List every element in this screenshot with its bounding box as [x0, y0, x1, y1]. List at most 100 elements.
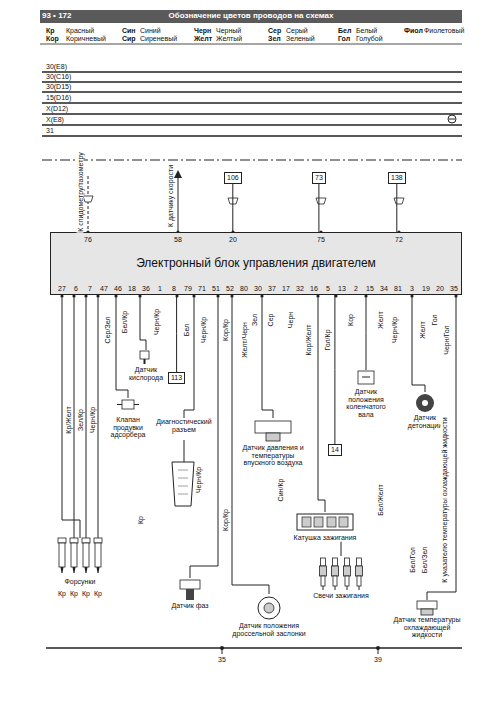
legend-text: Кор: [46, 35, 59, 42]
component-label: Датчик положения дроссельной заслонки: [228, 622, 310, 637]
diagnostic-connector: Диагностический разъем: [156, 418, 212, 433]
pin-number: 18: [128, 285, 136, 292]
injectors: Форсунки: [54, 538, 106, 586]
legend-text: Черн: [194, 27, 211, 34]
wire: [318, 184, 319, 232]
wire-color-label: Сер/Зел: [104, 316, 111, 345]
component-label: Свечи зажигания: [312, 592, 370, 600]
wire-color-label: Черн: [287, 311, 294, 329]
spark-plugs: Свечи зажигания: [312, 556, 370, 600]
ground-number: 39: [374, 656, 382, 663]
wire: [262, 295, 273, 418]
title-text: Обозначение цветов проводов на схемах: [40, 12, 462, 20]
bus-label: 30(D15): [46, 83, 71, 90]
pin-number: Кр: [70, 590, 78, 597]
wire-color-label: Желт/Черн: [241, 321, 248, 359]
component-label: 138: [391, 174, 403, 182]
legend-text: Сир: [122, 35, 136, 42]
bus-label: X(D12): [46, 105, 68, 112]
pin-number: 79: [184, 285, 192, 292]
pin-number: 27: [58, 285, 66, 292]
component-label: 14: [331, 446, 339, 454]
wire: [366, 295, 367, 370]
pin-number: 13: [338, 285, 346, 292]
pin-number: 52: [226, 285, 234, 292]
pin-number: 58: [174, 236, 182, 243]
wire-color-label: Кор/Желт: [305, 323, 312, 356]
component-label: Датчик давления и температуры впускного …: [238, 444, 308, 467]
pin-number: 30: [254, 285, 262, 292]
wire-color-label: Бел/Кр: [121, 310, 128, 334]
ground-number: 35: [218, 656, 226, 663]
pin-number: 34: [380, 285, 388, 292]
pin-number: 36: [142, 285, 150, 292]
wire: [412, 295, 425, 392]
component-label: Датчик кислорода: [126, 366, 166, 381]
bus-label: 30(E8): [46, 63, 67, 70]
pin-number: 16: [310, 285, 318, 292]
pin-number: 32: [296, 285, 304, 292]
component-label: Датчик температуры охлаждающей жидкости: [392, 616, 462, 639]
wire-color-label: Желт: [419, 320, 426, 339]
legend-text: Черный: [216, 27, 241, 34]
legend-text: Сер: [268, 27, 281, 34]
legend-text: Гол: [338, 35, 350, 42]
legend-text: Зеленый: [286, 35, 315, 42]
pin-number: 46: [114, 285, 122, 292]
wire: [427, 295, 456, 600]
wire-color-label: Черн/Кр: [391, 316, 398, 344]
wire-color-label: Кр: [137, 515, 144, 525]
wire: [190, 295, 218, 578]
component-label: Форсунки: [54, 578, 106, 586]
wire-color-label: Кор/Кр: [222, 508, 229, 532]
wire-color-label: Бел: [183, 323, 190, 337]
component-label: 113: [171, 374, 182, 382]
wire-color-label: К указателю температуры охлаждающей жидк…: [441, 416, 448, 583]
connector-number: 73: [312, 172, 326, 184]
pin-number: 37: [268, 285, 276, 292]
legend-text: Сиреневый: [140, 35, 177, 42]
wire-color-label: Бел/Зел: [421, 546, 428, 574]
component-label: Катушка зажигания: [290, 534, 360, 542]
wire: [396, 184, 397, 232]
wire-color-label: Бел/Желт: [377, 483, 384, 517]
legend-text: Желтый: [216, 35, 242, 42]
wire: [176, 295, 177, 372]
legend-text: Син: [122, 27, 136, 34]
pin-number: Кр: [94, 590, 102, 597]
connector-number: 138: [388, 172, 406, 184]
wire: [140, 295, 146, 350]
pin-number: 8: [172, 285, 176, 292]
legend-text: Голубой: [356, 35, 383, 42]
wire-color-label: Черн/Кр: [89, 406, 96, 434]
crankshaft-sensor: Датчик положения коленчатого вала: [340, 370, 392, 419]
legend-text: Красный: [66, 27, 94, 34]
pin-number: 3: [410, 285, 414, 292]
pin-number: 1: [158, 285, 162, 292]
wire-color-label: Черн/Кр: [195, 466, 202, 494]
wire-color-label: Бел/Гол: [409, 546, 416, 573]
wire-color-label: Син/Кр: [277, 478, 284, 503]
pin-number: 6: [74, 285, 78, 292]
component-label: Датчик положения коленчатого вала: [340, 388, 392, 419]
wire-color-label: Кор/Кр: [222, 318, 229, 342]
pin-number: 17: [282, 285, 290, 292]
pin-number: Кр: [82, 590, 90, 597]
pin-number: 35: [450, 285, 458, 292]
pin-number: 72: [395, 236, 403, 243]
component-label: 73: [315, 174, 323, 182]
pin-number: 7: [88, 285, 92, 292]
pin-number: 2: [354, 285, 358, 292]
legend-text: Белый: [356, 27, 377, 34]
component-label: Датчик фаз: [168, 602, 212, 610]
wire: [232, 184, 233, 232]
map-sensor: Датчик давления и температуры впускного …: [238, 418, 308, 467]
connector-number: 14: [328, 444, 342, 456]
bus-label: X(E8): [46, 116, 64, 123]
wire-color-label: Кор: [347, 313, 354, 327]
component-label: Электронный блок управления двигателем: [136, 257, 376, 270]
legend-text: Серый: [286, 27, 308, 34]
pin-number: 71: [198, 285, 206, 292]
